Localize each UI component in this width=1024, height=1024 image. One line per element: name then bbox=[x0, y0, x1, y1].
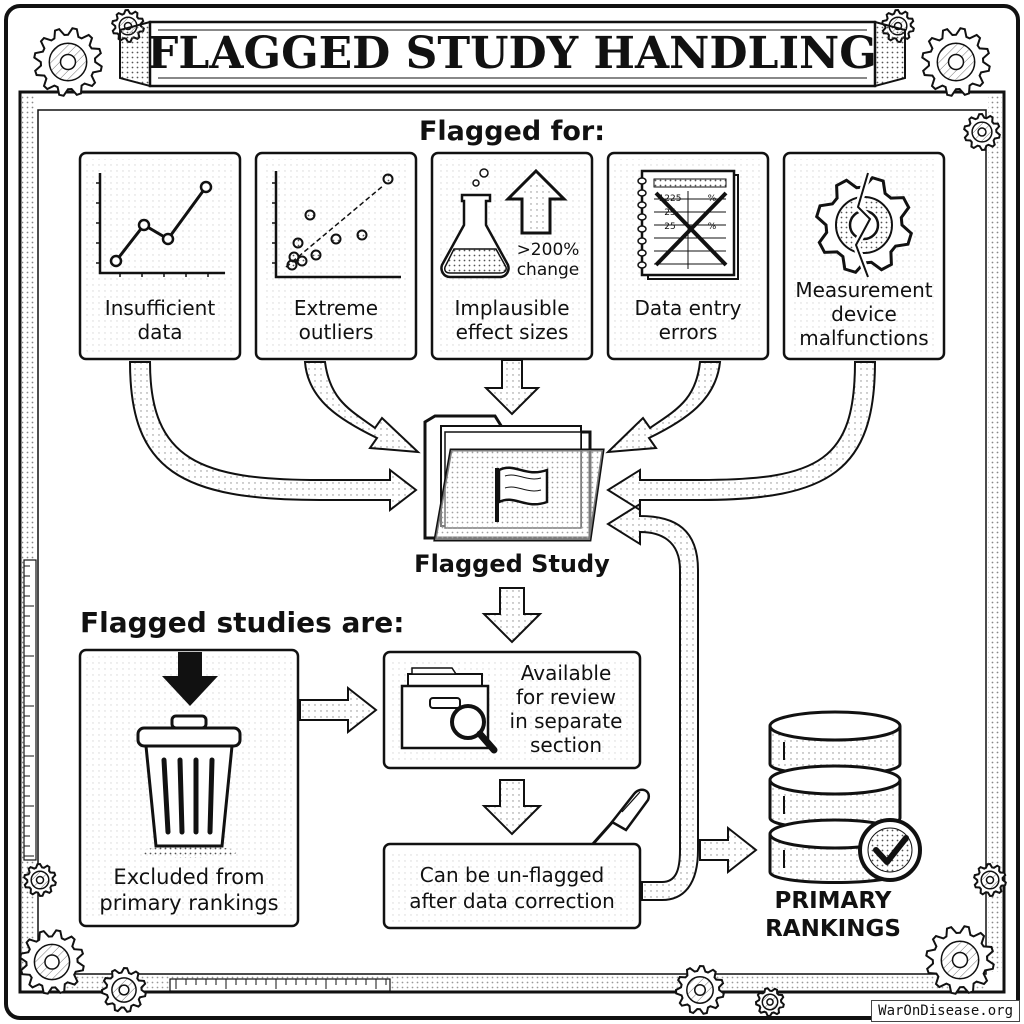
label-line: data bbox=[137, 320, 182, 344]
label-line: primary rankings bbox=[99, 891, 278, 915]
flask-icon: >200%change bbox=[440, 168, 580, 280]
label-line: outliers bbox=[299, 320, 374, 344]
gear-icon bbox=[100, 966, 147, 1013]
gear-icon bbox=[963, 112, 1001, 152]
gear-icon bbox=[921, 27, 991, 97]
label-line: Measurement bbox=[795, 278, 932, 302]
label-line: malfunctions bbox=[799, 326, 928, 350]
ruler-left bbox=[23, 559, 37, 861]
label-line: effect sizes bbox=[456, 320, 569, 344]
available-card bbox=[382, 650, 642, 770]
ruler-bottom bbox=[169, 978, 391, 992]
label-line: Excluded from bbox=[113, 865, 264, 889]
scatter-plot-icon bbox=[272, 171, 401, 279]
label-line: Available bbox=[521, 661, 612, 685]
line-chart-icon bbox=[96, 173, 225, 277]
sheet-number: % bbox=[708, 194, 717, 204]
gear-icon bbox=[674, 964, 725, 1015]
page-title: FLAGGED STUDY HANDLING bbox=[147, 28, 877, 79]
label-line: Data entry bbox=[635, 296, 742, 320]
decorative-frame bbox=[4, 4, 1020, 1020]
label-line: Can be un-flagged bbox=[420, 863, 604, 887]
excluded-card bbox=[78, 648, 300, 928]
return-arrow-to-flagged-study bbox=[606, 502, 699, 901]
arrow-to-available bbox=[299, 685, 378, 735]
label-line: Implausible bbox=[454, 296, 569, 320]
broken-gear-icon bbox=[814, 172, 914, 279]
label-line: change bbox=[517, 260, 580, 280]
unflag-card bbox=[382, 842, 642, 930]
sheet-number: % bbox=[708, 222, 717, 232]
label-line: for review bbox=[516, 685, 616, 709]
watermark: WarOnDisease.org bbox=[871, 1000, 1020, 1022]
down-arrow-icon bbox=[162, 652, 218, 706]
gear-icon bbox=[33, 27, 103, 97]
gear-icon bbox=[19, 929, 85, 995]
sheet-number: 25 bbox=[664, 208, 675, 218]
arrow-to-unflag bbox=[481, 779, 543, 836]
label-line: in separate bbox=[510, 709, 623, 733]
database-icon bbox=[768, 710, 922, 884]
label-line: Extreme bbox=[294, 296, 378, 320]
label-line: >200% bbox=[517, 240, 580, 260]
gear-icon bbox=[925, 925, 995, 995]
check-icon bbox=[858, 818, 922, 882]
flagged-studies-are-heading: Flagged studies are: bbox=[80, 606, 404, 639]
arrows-to-flagged-study bbox=[128, 359, 877, 513]
flag-icon bbox=[495, 466, 549, 522]
trash-can-icon bbox=[136, 714, 242, 858]
title-banner: FLAGGED STUDY HANDLING bbox=[119, 20, 906, 88]
gear-icon bbox=[23, 862, 57, 898]
flagged-for-heading: Flagged for: bbox=[419, 116, 605, 147]
label-line: Insufficient bbox=[105, 296, 216, 320]
gear-icon bbox=[754, 987, 785, 1018]
crossed-notebook-icon: 1225% 25 25% bbox=[637, 169, 739, 280]
label-line: device bbox=[831, 302, 897, 326]
label-line: errors bbox=[659, 320, 718, 344]
arrow-to-primary-rankings bbox=[699, 825, 758, 875]
label-line: PRIMARY bbox=[775, 888, 892, 914]
arrow-to-review bbox=[481, 587, 543, 644]
sheet-number: 1225 bbox=[659, 194, 682, 204]
file-box-magnifier-icon bbox=[400, 667, 498, 754]
gear-icon bbox=[973, 862, 1007, 898]
label-line: after data correction bbox=[409, 889, 615, 913]
sheet-number: 25 bbox=[664, 222, 675, 232]
label-line: section bbox=[530, 733, 602, 757]
label-line: RANKINGS bbox=[765, 916, 901, 942]
flagged-folder-icon bbox=[423, 414, 605, 542]
flagged-study-label: Flagged Study bbox=[414, 550, 610, 578]
